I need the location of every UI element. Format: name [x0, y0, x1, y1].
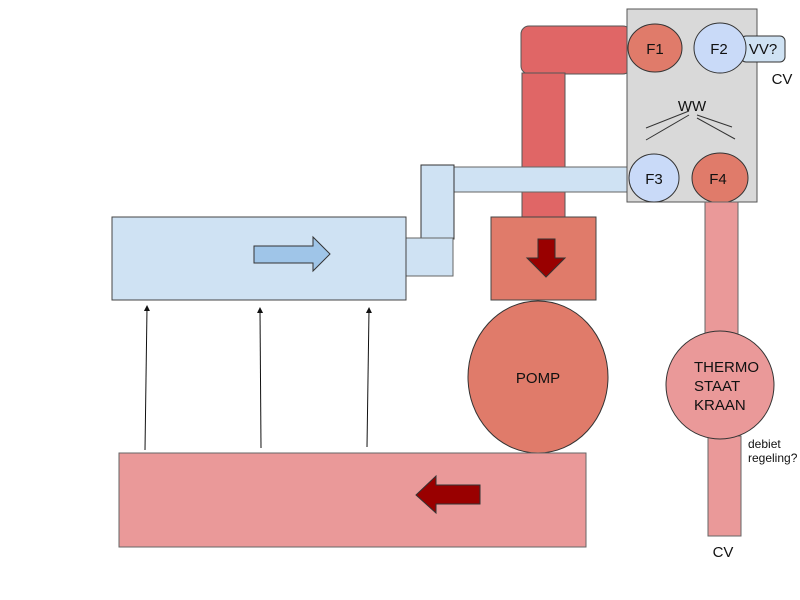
thermo-line1: THERMO	[694, 359, 759, 376]
hot-pipe-vertical	[521, 72, 566, 219]
thermostat-valve	[665, 330, 775, 440]
roof-line	[645, 110, 690, 129]
cv-top-label: CV	[772, 71, 793, 88]
thermo-line3: KRAAN	[694, 397, 746, 414]
debiet-line2: regeling?	[748, 451, 798, 465]
roof-line	[696, 114, 733, 128]
arrow-down-icon	[525, 238, 567, 278]
vv-label: VV?	[749, 41, 777, 58]
roof-line	[696, 117, 736, 140]
debiet-line1: debiet	[748, 437, 781, 451]
f2-label: F2	[710, 41, 728, 58]
f1-label: F1	[646, 41, 664, 58]
cold-pipe-horizontal	[452, 166, 632, 193]
cold-pipe-vertical	[420, 164, 455, 240]
thermo-line2: STAAT	[694, 378, 740, 395]
heat-arrow	[257, 307, 264, 449]
pump-housing	[490, 216, 597, 301]
flange-f2	[693, 22, 747, 74]
pump-label: POMP	[516, 370, 560, 387]
arrow-right-icon	[253, 235, 331, 273]
roof-line	[645, 114, 690, 141]
cold-pipe-connector	[405, 237, 454, 277]
cv-bottom-label: CV	[713, 544, 734, 561]
return-pipe-lower	[707, 435, 742, 537]
f3-label: F3	[645, 171, 663, 188]
return-pipe-upper	[704, 201, 739, 336]
heat-arrow	[365, 307, 372, 448]
heat-arrow	[143, 305, 150, 451]
arrow-left-icon	[415, 474, 481, 515]
return-tank	[118, 452, 587, 548]
cold-tank	[111, 216, 407, 301]
flange-f3	[628, 153, 680, 203]
ww-label: WW	[678, 98, 707, 115]
f4-label: F4	[709, 171, 727, 188]
flange-f1	[627, 23, 683, 73]
hot-pipe-elbow	[520, 25, 632, 75]
